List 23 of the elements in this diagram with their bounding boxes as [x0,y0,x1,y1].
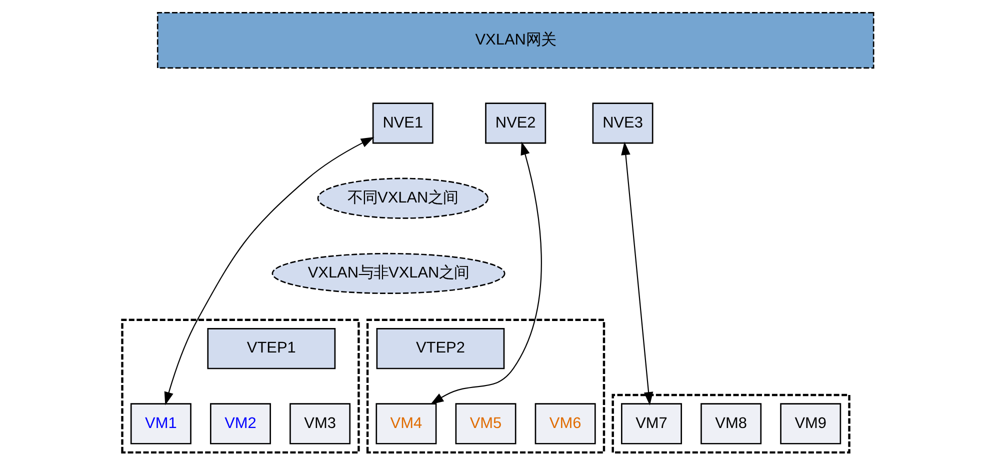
node-box: VXLAN网关 [156,12,874,69]
arrow [430,142,542,404]
node-box: VM8 [700,403,762,444]
node-box: NVE2 [484,102,546,144]
arrow [164,136,374,406]
node-box: NVE3 [592,102,653,144]
cluster [120,318,360,454]
node-box: VM3 [289,403,350,444]
node-box: VTEP1 [206,328,336,370]
node-ellipse: VXLAN与非VXLAN之间 [271,252,505,294]
arrow [620,142,653,406]
cluster [366,318,605,454]
cluster [611,394,850,454]
node-box: VM2 [209,403,270,444]
node-box: VM5 [454,403,516,444]
node-box: VM9 [780,403,841,444]
node-box: VM7 [620,403,682,444]
node-box: VTEP2 [376,328,504,370]
node-box: VM1 [130,403,191,444]
node-box: VM4 [375,403,436,444]
node-box: NVE1 [372,102,433,144]
node-ellipse: 不同VXLAN之间 [316,178,488,219]
node-box: VM6 [534,403,596,444]
